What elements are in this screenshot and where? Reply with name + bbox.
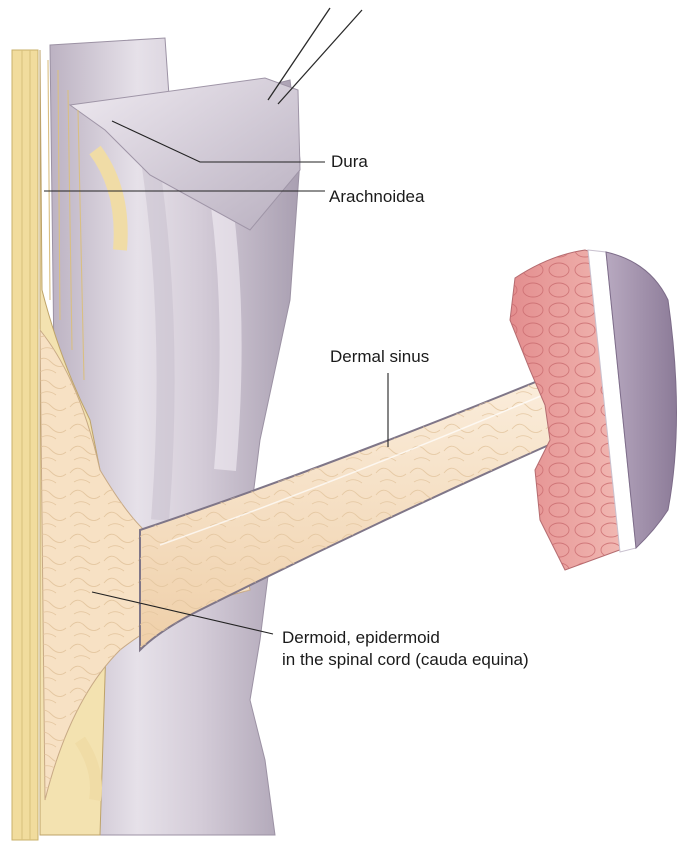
spinal-nerve-strip bbox=[11, 49, 39, 841]
leader-line-dura bbox=[111, 120, 325, 163]
dermal-sinus-tract bbox=[139, 369, 607, 653]
label-dermoid-line1: Dermoid, epidermoid bbox=[282, 628, 440, 647]
dura-flap bbox=[68, 7, 363, 231]
leader-line-dermoid bbox=[91, 591, 274, 635]
label-dermal-sinus: Dermal sinus bbox=[330, 347, 430, 366]
skin-block bbox=[509, 249, 677, 571]
label-dermoid-line2: in the spinal cord (cauda equina) bbox=[282, 650, 529, 669]
label-dura: Dura bbox=[331, 152, 368, 171]
leader-lines bbox=[44, 120, 389, 635]
label-arachnoidea: Arachnoidea bbox=[329, 187, 425, 206]
